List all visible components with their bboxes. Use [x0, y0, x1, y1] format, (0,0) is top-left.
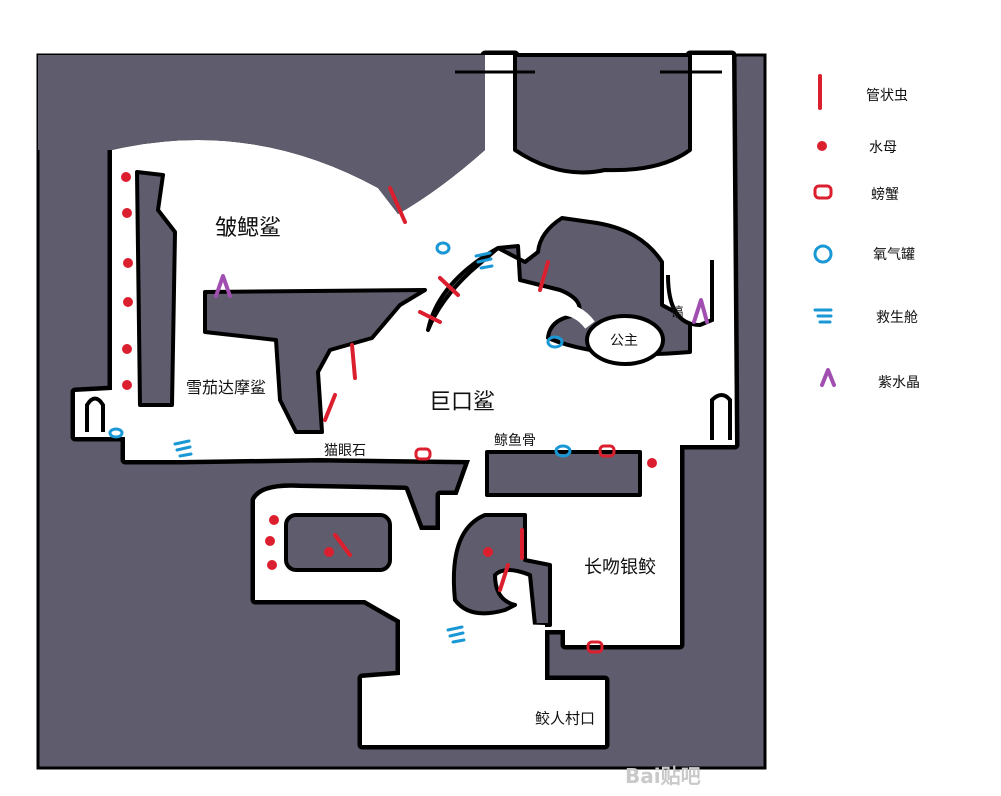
label-cookiecutter-shark: 雪茄达摩鲨	[185, 378, 267, 397]
jellyfish-icon	[122, 380, 132, 390]
legend-oxygen-tank-icon	[813, 244, 833, 264]
tube-worm-icon	[323, 393, 337, 422]
legend-oxygen-tank: 氧气罐	[873, 247, 915, 263]
legend-amethyst: 紫水晶	[878, 375, 920, 391]
label-merfolk-village: 鲛人村口	[534, 709, 596, 728]
escape-pod-icon	[474, 251, 494, 270]
legend-tube-worm: 管状虫	[866, 88, 908, 104]
jellyfish-icon	[324, 547, 334, 557]
legend-crab-icon	[813, 184, 833, 200]
label-whale-bone: 鲸鱼骨	[494, 433, 536, 449]
watermark: Bai贴吧	[625, 764, 701, 788]
crab-icon	[414, 447, 432, 461]
jellyfish-icon	[483, 547, 493, 557]
legend-jellyfish-icon	[817, 141, 827, 151]
legend-amethyst-icon	[820, 368, 836, 387]
escape-pod-icon	[173, 439, 193, 458]
jellyfish-icon	[123, 258, 133, 268]
legend-jellyfish: 水母	[869, 140, 897, 156]
amethyst-markers	[214, 274, 709, 324]
jellyfish-markers	[121, 172, 657, 570]
pickaxe-alcove	[666, 260, 714, 328]
jellyfish-icon	[269, 515, 279, 525]
legend-escape-pod-icon	[813, 308, 833, 324]
jellyfish-icon	[265, 536, 275, 546]
tube-worm-icon	[388, 186, 407, 224]
label-chimaera: 长吻银鲛	[584, 557, 656, 578]
crab-markers	[414, 444, 616, 654]
amethyst-icon	[214, 274, 232, 298]
escape-pod-markers	[173, 251, 494, 644]
tube-worm-markers	[323, 186, 550, 592]
jellyfish-icon	[122, 344, 132, 354]
jellyfish-icon	[267, 560, 277, 570]
legend-escape-pod: 救生舱	[876, 310, 918, 326]
jellyfish-icon	[121, 172, 131, 182]
passage-bottom-center	[400, 620, 545, 680]
jellyfish-icon	[647, 458, 657, 468]
label-princess: 公主	[610, 333, 638, 349]
left-alcove-arch	[85, 396, 105, 432]
label-frilled-shark: 皱鳃鲨	[214, 216, 282, 241]
tube-worm-icon	[418, 310, 442, 324]
rock-whale-bone	[485, 450, 642, 497]
legend-icons	[813, 74, 836, 387]
right-alcove-arch	[710, 393, 732, 440]
tube-worm-icon	[333, 533, 352, 557]
label-pickaxe: 镐	[670, 305, 684, 321]
crab-icon	[586, 640, 604, 654]
rock-top-center	[513, 53, 692, 175]
label-megamouth-shark: 巨口鲨	[428, 390, 496, 415]
tube-worm-icon	[350, 343, 357, 380]
amethyst-icon	[692, 298, 709, 324]
label-cats-eye-stone: 猫眼石	[324, 443, 366, 459]
escape-pod-icon	[446, 625, 466, 644]
rock-block-middle	[203, 288, 427, 434]
tube-worm-icon	[438, 276, 460, 297]
rock-loop-left	[284, 513, 392, 572]
crab-icon	[598, 444, 616, 458]
tube-worm-icon	[498, 563, 510, 592]
oxygen-tank-markers	[108, 241, 572, 458]
tube-worm-icon	[538, 260, 550, 292]
princess-chamber	[585, 314, 665, 366]
princess-path	[548, 303, 595, 329]
jellyfish-icon	[122, 208, 132, 218]
oxygen-tank-icon	[108, 427, 124, 439]
oxygen-tank-icon	[546, 335, 564, 349]
rock-pillar-left	[135, 170, 177, 407]
oxygen-tank-icon	[554, 444, 572, 458]
rock-top-left	[38, 55, 485, 214]
oxygen-tank-icon	[435, 241, 451, 255]
legend-crab: 螃蟹	[871, 187, 899, 203]
jellyfish-icon	[123, 297, 133, 307]
